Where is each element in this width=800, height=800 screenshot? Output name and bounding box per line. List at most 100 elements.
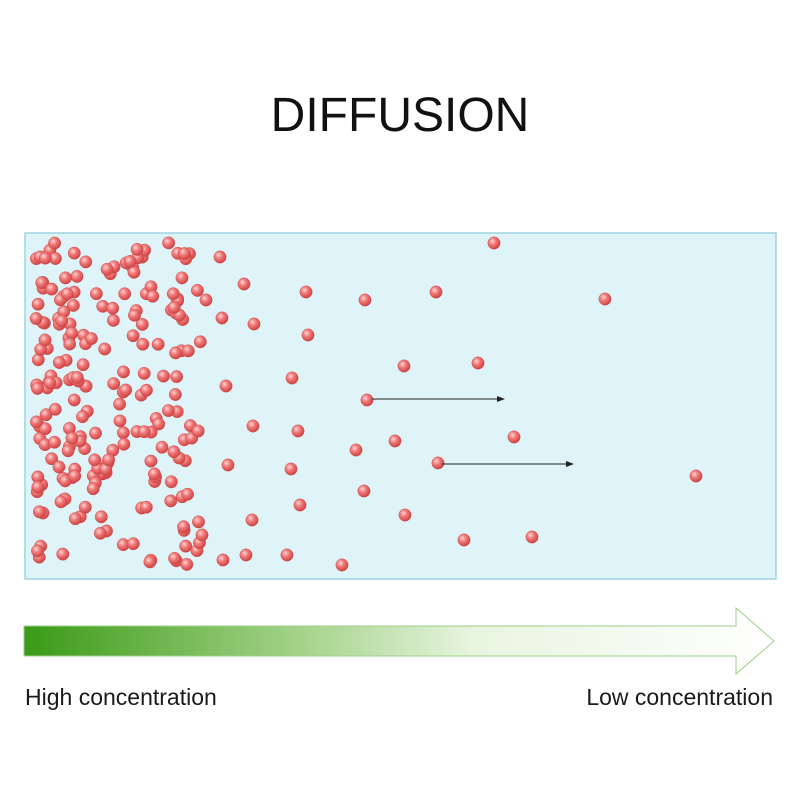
- particle: [130, 242, 144, 256]
- particle: [247, 317, 261, 331]
- particle: [146, 289, 160, 303]
- particle: [94, 526, 107, 540]
- particle: [90, 287, 103, 301]
- particle: [128, 308, 141, 322]
- particle: [431, 456, 445, 470]
- particle: [38, 251, 52, 265]
- particle: [76, 358, 90, 372]
- particle: [177, 520, 191, 534]
- particle: [398, 508, 412, 522]
- particle: [239, 548, 253, 562]
- particle: [181, 487, 194, 501]
- particle: [52, 460, 66, 474]
- particle-group: [29, 236, 703, 572]
- particle: [106, 301, 120, 315]
- particle: [152, 417, 166, 431]
- particle: [117, 426, 130, 440]
- particle: [54, 495, 68, 509]
- particle: [59, 271, 72, 285]
- particle: [689, 469, 703, 483]
- particle: [237, 277, 251, 291]
- particle: [246, 419, 260, 433]
- particle: [136, 337, 150, 351]
- particle: [143, 555, 157, 569]
- particle: [525, 530, 539, 544]
- particle: [31, 381, 44, 395]
- particle: [360, 393, 374, 407]
- particle: [78, 500, 92, 514]
- particle: [285, 371, 299, 385]
- particle: [45, 452, 58, 466]
- particle: [67, 393, 81, 407]
- particle: [144, 454, 158, 468]
- particle: [164, 475, 178, 489]
- particle: [48, 435, 61, 449]
- particle: [65, 326, 79, 340]
- particle: [137, 425, 151, 439]
- particle: [487, 236, 501, 250]
- particle: [68, 469, 82, 483]
- particle: [157, 369, 170, 383]
- particle: [164, 494, 178, 508]
- particle: [199, 293, 213, 307]
- particle: [139, 500, 153, 514]
- particle: [161, 404, 175, 417]
- particle: [38, 422, 52, 436]
- particle: [301, 328, 315, 342]
- particle: [471, 356, 485, 370]
- particle: [280, 548, 294, 562]
- particle: [349, 443, 363, 457]
- particle: [70, 269, 84, 283]
- particle: [179, 539, 193, 553]
- particle: [358, 293, 372, 307]
- particle: [213, 250, 227, 264]
- particle: [180, 558, 194, 571]
- particle: [170, 370, 184, 383]
- particle: [192, 515, 205, 529]
- particle: [94, 510, 108, 524]
- particle: [89, 426, 102, 440]
- particle: [35, 276, 49, 290]
- particle: [168, 388, 182, 401]
- particle: [118, 287, 132, 301]
- particle: [65, 431, 79, 445]
- particle: [155, 440, 169, 454]
- particle: [357, 484, 371, 498]
- diagram-title: DIFFUSION: [270, 89, 530, 142]
- particle: [126, 537, 140, 551]
- particle: [135, 317, 149, 331]
- particle: [293, 498, 307, 512]
- particle: [167, 301, 181, 314]
- particle: [507, 430, 521, 444]
- low-concentration-label: Low concentration: [586, 684, 773, 710]
- particle: [284, 462, 298, 476]
- particle: [299, 285, 313, 299]
- particle: [598, 292, 612, 306]
- particle: [119, 383, 133, 397]
- particle: [60, 287, 74, 301]
- particle: [117, 437, 131, 451]
- particle: [30, 415, 43, 429]
- particle: [86, 482, 100, 496]
- particle: [168, 552, 182, 565]
- particle: [31, 480, 45, 494]
- particle: [221, 458, 235, 472]
- particle: [193, 335, 207, 349]
- particle: [151, 337, 165, 351]
- particle: [162, 236, 176, 250]
- container-box: [24, 232, 777, 580]
- particle: [48, 236, 61, 250]
- particle: [137, 366, 151, 380]
- particle: [55, 314, 69, 328]
- particle: [102, 453, 116, 467]
- particle: [169, 346, 183, 360]
- particle: [166, 287, 180, 301]
- particle: [117, 365, 130, 379]
- particle: [33, 505, 46, 519]
- particle: [79, 255, 93, 269]
- particle: [29, 312, 43, 325]
- particle: [68, 512, 82, 526]
- particle: [191, 424, 205, 438]
- particle: [245, 513, 259, 527]
- particle: [31, 297, 45, 311]
